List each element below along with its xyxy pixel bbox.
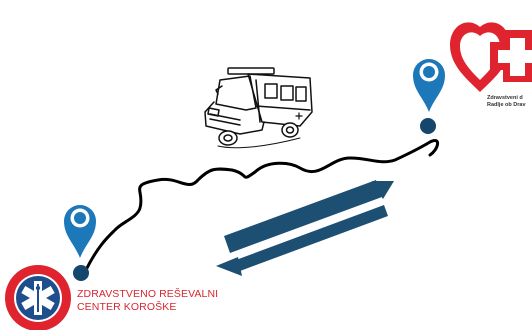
left-logo-text: ZDRAVSTVENO REŠEVALNI CENTER KOROŠKE — [77, 288, 218, 314]
end-location-pin — [413, 59, 445, 134]
start-location-pin — [64, 205, 96, 281]
heart-cross-logo — [450, 22, 532, 92]
start-pin-dot — [73, 265, 89, 281]
bidirectional-arrows-icon — [216, 180, 394, 276]
end-pin-dot — [420, 118, 436, 134]
left-logo-line2: CENTER KOROŠKE — [77, 301, 218, 314]
star-of-life-logo — [5, 265, 71, 330]
right-logo-text: Zdravstveni d Radlje ob Drav — [487, 95, 526, 109]
left-logo-line1: ZDRAVSTVENO REŠEVALNI — [77, 288, 218, 301]
ambulance-icon — [205, 68, 312, 148]
right-logo-line1: Zdravstveni d — [487, 95, 526, 102]
right-logo-line2: Radlje ob Drav — [487, 102, 526, 109]
